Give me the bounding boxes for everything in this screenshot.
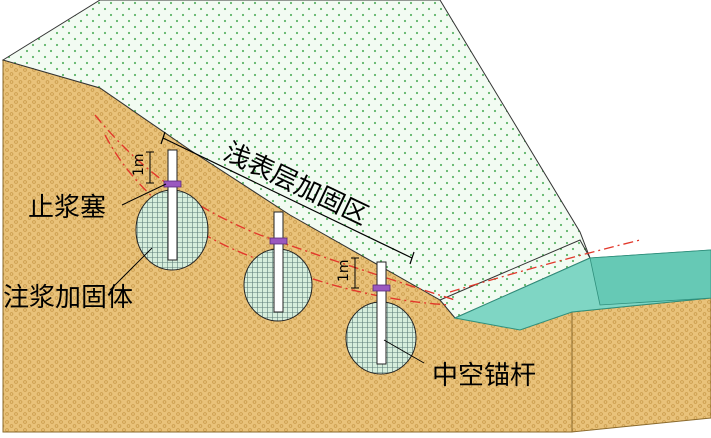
zone-extent-line [160,131,415,265]
water-surface [589,249,711,306]
hollow-bolt-1 [167,149,178,261]
grout-plug-1 [163,180,182,188]
dim-label-b: 1m [336,259,352,282]
hollow-bolt-2 [273,211,284,313]
slip-line-upper [94,114,456,301]
hollow-bolt-3 [376,261,387,365]
slip-line-surface [449,239,641,293]
dimension-marker-a [146,151,154,184]
plug-label: 止浆塞 [28,193,106,223]
bolt-label: 中空锚杆 [432,361,536,391]
grout-body-label: 注浆加固体 [3,283,133,313]
leader-grout-body [109,247,153,291]
leader-plug [121,183,167,206]
leader-bolt [383,339,425,364]
dim-label-a: 1m [131,153,147,176]
grout-plug-2 [269,237,288,245]
grout-plug-3 [372,284,391,292]
soil-block-right [571,297,711,433]
dimension-marker-b [351,257,359,289]
